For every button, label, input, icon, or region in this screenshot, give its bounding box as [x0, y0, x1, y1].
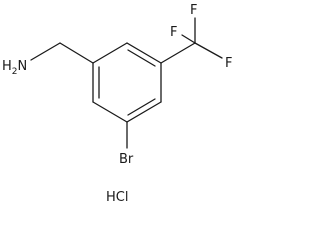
fluorine-top: F [190, 3, 197, 18]
bromo-group: Br [119, 121, 134, 167]
chemical-structure: H2N F F F Br HCl [2, 3, 232, 205]
ring-bond-bottom-left [92, 101, 128, 123]
hcl-salt-label: HCl [106, 190, 128, 205]
amine-h: H [2, 59, 12, 74]
fluorine-left: F [170, 25, 177, 40]
amine-subscript: 2 [12, 67, 18, 77]
ring-double-bond-top-right [127, 49, 156, 67]
ring-bond-top-right [126, 42, 162, 64]
trifluoromethyl-group: F F F [160, 3, 232, 71]
bromine-label: Br [119, 152, 134, 167]
ring-bond-bottom-right [126, 101, 162, 123]
bond-ch2-to-n [30, 42, 61, 61]
aminomethyl-group: H2N [2, 42, 94, 77]
bond-ring-to-cf3 [160, 42, 196, 64]
fluorine-right: F [225, 56, 232, 71]
ring-double-bond-bottom-right [127, 98, 156, 116]
amine-n: N [18, 59, 28, 74]
ring-bond-top-left [92, 42, 128, 64]
bond-c-to-f-left [181, 34, 196, 44]
bond-c-to-f-right [194, 42, 223, 59]
amine-label: H2N [2, 59, 27, 77]
bond-ring-to-ch2 [59, 42, 94, 64]
benzene-ring [92, 42, 162, 123]
